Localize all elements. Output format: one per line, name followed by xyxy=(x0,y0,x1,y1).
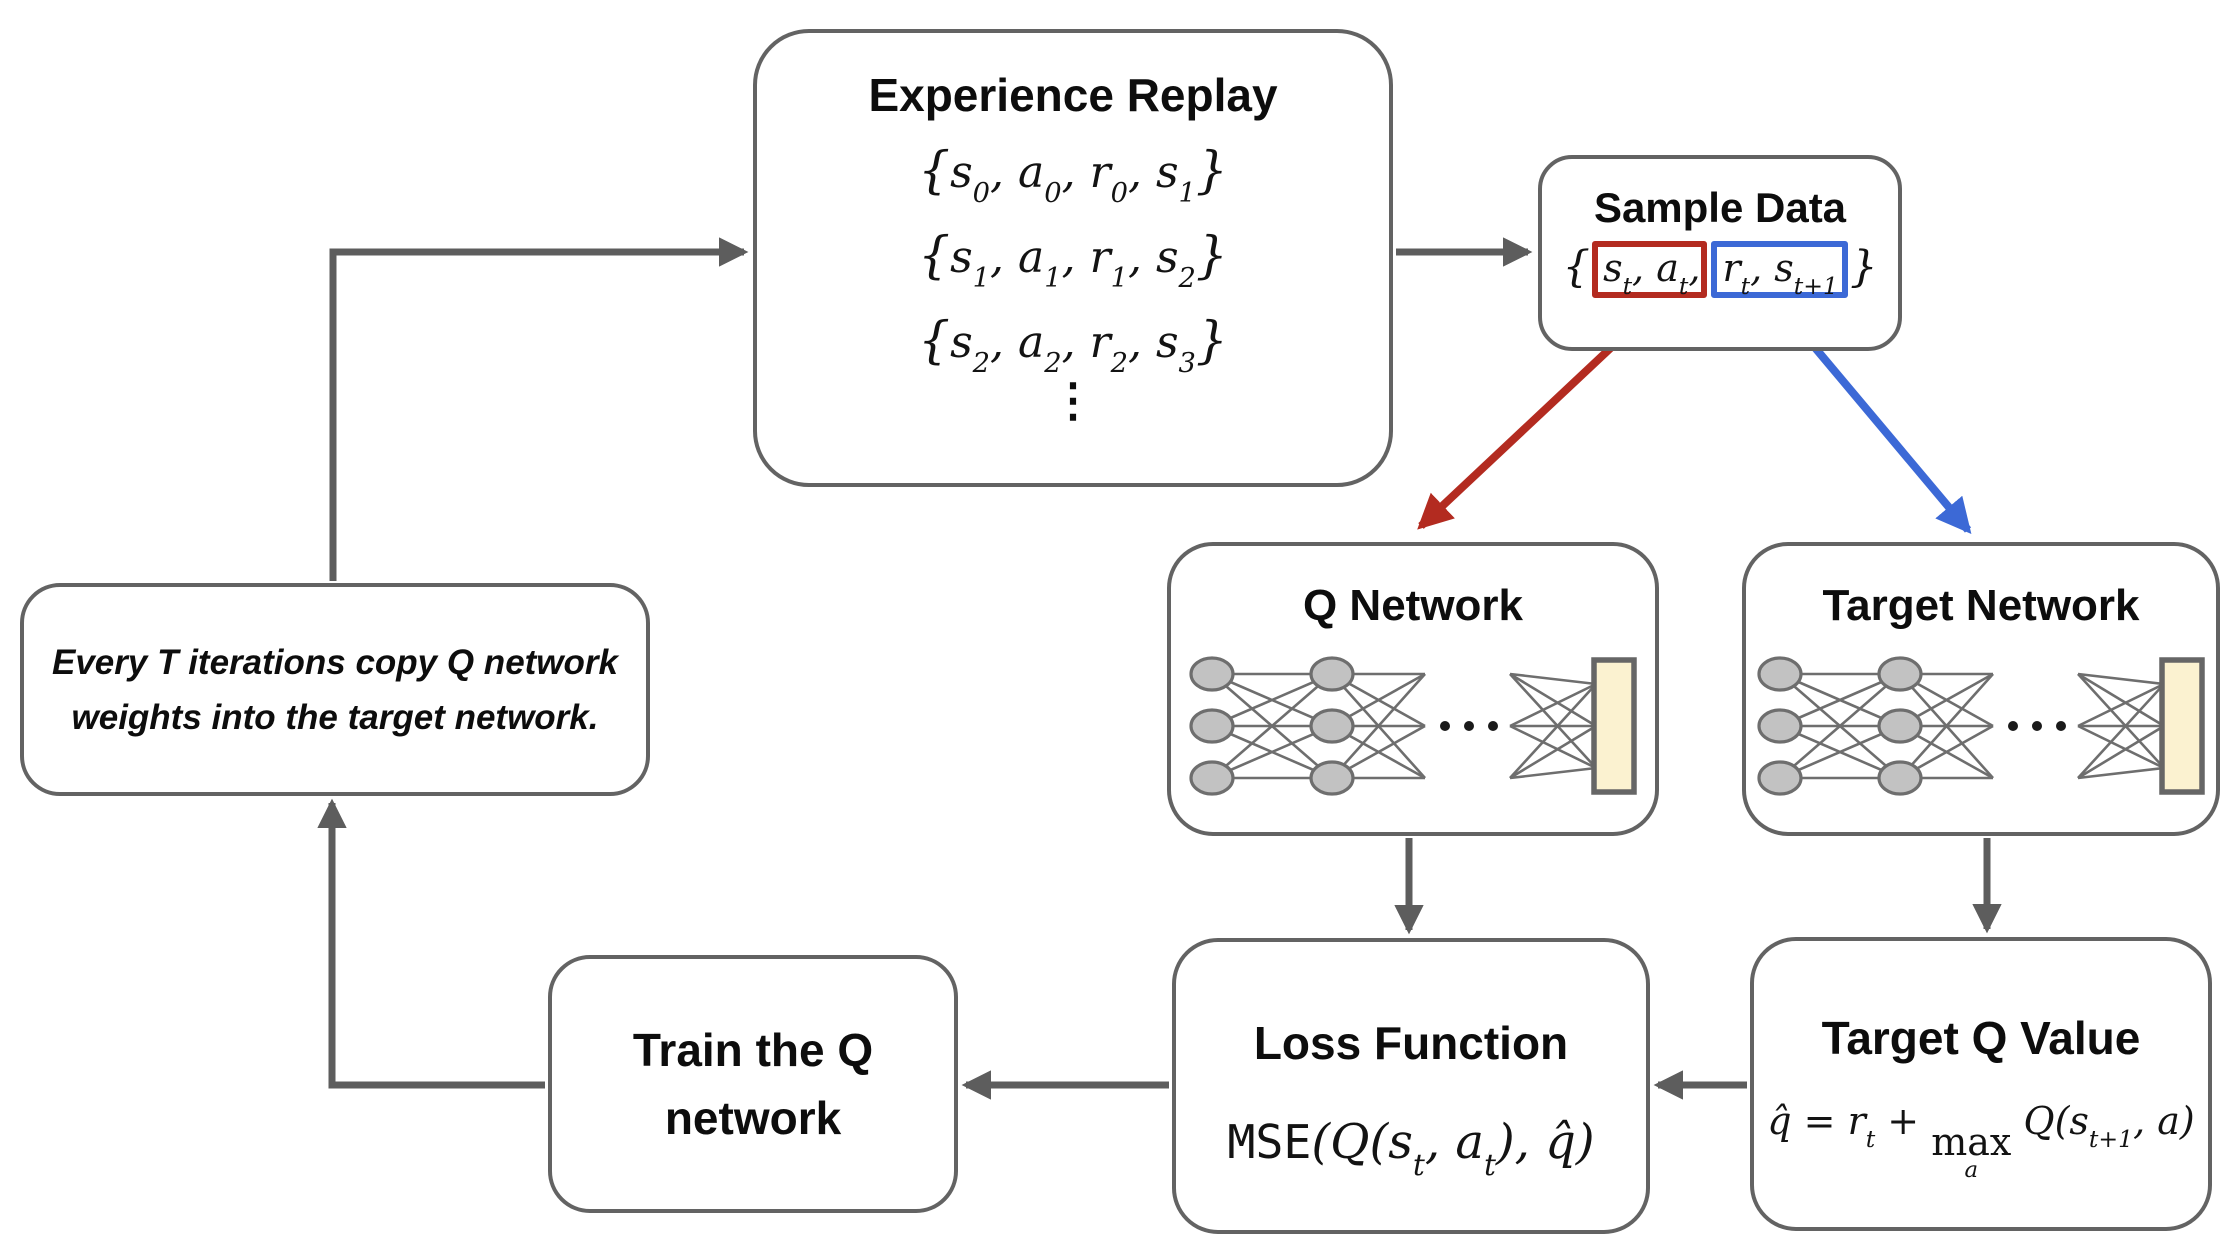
reward-nextstate-highlight-blue: rt, st+1 xyxy=(1711,241,1848,298)
arrow-red-state-action-to-qnetwork xyxy=(1417,324,1636,530)
experience-replay-title: Experience Replay xyxy=(868,69,1278,121)
replay-tuple-row: {s0, a0, r0, s1} xyxy=(918,140,1228,210)
sample-data-box: Sample Data { st, at, rt, st+1 } xyxy=(1538,155,1902,351)
target-q-value-title: Target Q Value xyxy=(1821,1012,2141,1064)
sample-data-title: Sample Data xyxy=(1593,184,1847,231)
experience-replay-tuples: {s0, a0, r0, s1} {s1, a1, r1, s2} {s2, a… xyxy=(918,129,1228,427)
q-network-box: Q Network xyxy=(1167,542,1659,836)
copy-weights-note-line2: weights into the target network. xyxy=(71,697,599,737)
loss-function-title: Loss Function xyxy=(1253,1017,1569,1069)
replay-tuple-row: {s2, a2, r2, s3} xyxy=(918,310,1228,380)
sample-data-formula: { st, at, rt, st+1 } xyxy=(1563,241,1878,298)
neural-network-graphic xyxy=(1756,656,2206,796)
arrow-blue-reward-state-to-targetnetwork xyxy=(1797,328,1972,535)
arrow-train-to-copynote xyxy=(317,798,545,1089)
loss-function-formula: MSE(Q(st, at), q̂) xyxy=(1227,1114,1595,1183)
arrow-copynote-to-experience xyxy=(329,237,749,581)
replay-tuple-row: {s1, a1, r1, s2} xyxy=(918,225,1228,295)
train-q-network-label-line2: network xyxy=(664,1092,842,1144)
target-network-box: Target Network xyxy=(1742,542,2220,836)
close-brace: } xyxy=(1849,242,1878,292)
q-network-title: Q Network xyxy=(1302,581,1524,630)
copy-weights-note-line1: Every T iterations copy Q network xyxy=(52,642,618,682)
target-network-title: Target Network xyxy=(1822,581,2140,630)
train-q-network-box: Train the Q network xyxy=(548,955,958,1213)
neural-network-graphic xyxy=(1188,656,1638,796)
copy-weights-note-box: Every T iterations copy Q network weight… xyxy=(20,583,650,796)
loss-function-box: Loss Function MSE(Q(st, at), q̂) xyxy=(1172,938,1650,1234)
train-q-network-label-line1: Train the Q xyxy=(632,1024,874,1076)
open-brace: { xyxy=(1562,242,1591,292)
experience-replay-box: Experience Replay {s0, a0, r0, s1} {s1, … xyxy=(753,29,1393,487)
state-action-highlight-red: st, at, xyxy=(1592,241,1708,298)
vertical-ellipsis: ⋮ xyxy=(1049,373,1096,427)
